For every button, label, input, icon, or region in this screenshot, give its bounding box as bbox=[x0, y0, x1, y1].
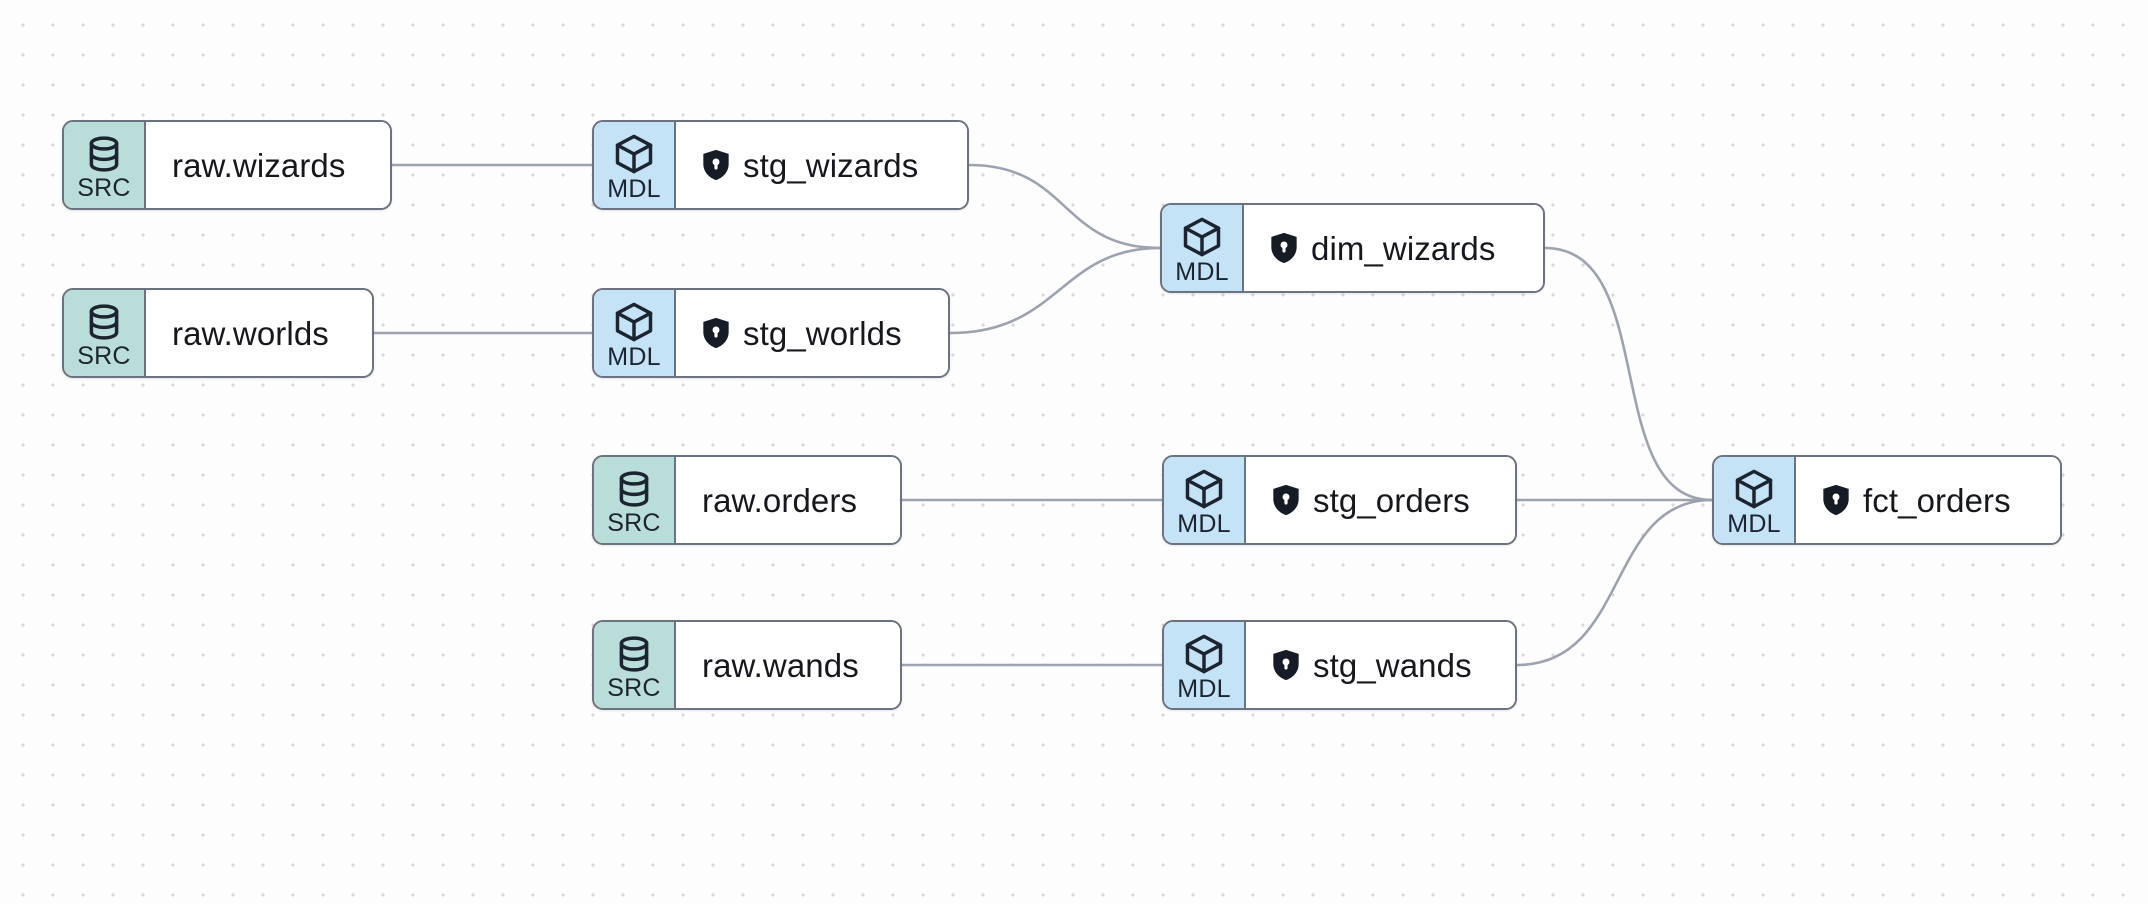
lineage-node-stg-wands[interactable]: MDL stg_wands bbox=[1162, 620, 1517, 710]
lineage-edge[interactable] bbox=[1515, 498, 1714, 667]
cube-icon bbox=[612, 132, 656, 176]
node-label: raw.orders bbox=[702, 481, 858, 519]
node-kind-badge: SRC bbox=[594, 622, 676, 708]
node-kind-label: SRC bbox=[607, 509, 661, 537]
shield-lock-icon bbox=[1272, 484, 1300, 516]
node-kind-badge: MDL bbox=[1714, 457, 1796, 543]
database-icon bbox=[613, 633, 655, 675]
lineage-edge[interactable] bbox=[1543, 246, 1714, 502]
node-kind-label: SRC bbox=[77, 174, 131, 202]
lineage-node-stg-orders[interactable]: MDL stg_orders bbox=[1162, 455, 1517, 545]
node-body: stg_wands bbox=[1246, 622, 1515, 708]
node-body: stg_wizards bbox=[676, 122, 967, 208]
shield-lock-icon bbox=[1272, 649, 1300, 681]
cube-icon bbox=[612, 300, 656, 344]
node-label: fct_orders bbox=[1863, 481, 2011, 519]
database-icon bbox=[83, 133, 125, 175]
node-label: stg_wizards bbox=[743, 146, 919, 184]
node-label: raw.worlds bbox=[172, 314, 329, 352]
shield-lock-icon bbox=[702, 149, 730, 181]
node-kind-badge: MDL bbox=[1162, 205, 1244, 291]
node-body: stg_orders bbox=[1246, 457, 1515, 543]
lineage-node-stg-worlds[interactable]: MDL stg_worlds bbox=[592, 288, 950, 378]
lineage-node-raw-wizards[interactable]: SRC raw.wizards bbox=[62, 120, 392, 210]
node-label: raw.wands bbox=[702, 646, 859, 684]
node-kind-label: SRC bbox=[77, 342, 131, 370]
node-kind-badge: SRC bbox=[64, 290, 146, 376]
node-kind-badge: MDL bbox=[1164, 622, 1246, 708]
node-body: raw.orders bbox=[676, 457, 900, 543]
cube-icon bbox=[1180, 215, 1224, 259]
shield-lock-icon bbox=[1822, 484, 1850, 516]
node-kind-label: SRC bbox=[607, 674, 661, 702]
cube-icon bbox=[1182, 632, 1226, 676]
lineage-node-raw-orders[interactable]: SRC raw.orders bbox=[592, 455, 902, 545]
lineage-edge[interactable] bbox=[948, 246, 1162, 335]
shield-lock-icon bbox=[702, 317, 730, 349]
lineage-node-raw-worlds[interactable]: SRC raw.worlds bbox=[62, 288, 374, 378]
lineage-node-raw-wands[interactable]: SRC raw.wands bbox=[592, 620, 902, 710]
node-kind-label: MDL bbox=[607, 175, 661, 203]
node-kind-badge: MDL bbox=[1164, 457, 1246, 543]
node-kind-badge: SRC bbox=[64, 122, 146, 208]
node-label: stg_wands bbox=[1313, 646, 1472, 684]
cube-icon bbox=[1732, 467, 1776, 511]
database-icon bbox=[613, 468, 655, 510]
node-body: raw.wands bbox=[676, 622, 900, 708]
node-label: raw.wizards bbox=[172, 146, 346, 184]
node-kind-label: MDL bbox=[1177, 510, 1231, 538]
node-body: raw.worlds bbox=[146, 290, 372, 376]
node-label: dim_wizards bbox=[1311, 229, 1496, 267]
shield-lock-icon bbox=[1270, 232, 1298, 264]
node-body: stg_worlds bbox=[676, 290, 948, 376]
lineage-edge[interactable] bbox=[967, 163, 1162, 250]
node-kind-label: MDL bbox=[1727, 510, 1781, 538]
cube-icon bbox=[1182, 467, 1226, 511]
lineage-node-stg-wizards[interactable]: MDL stg_wizards bbox=[592, 120, 969, 210]
node-kind-label: MDL bbox=[1177, 675, 1231, 703]
database-icon bbox=[83, 301, 125, 343]
node-kind-label: MDL bbox=[607, 343, 661, 371]
node-label: stg_worlds bbox=[743, 314, 902, 352]
node-kind-badge: MDL bbox=[594, 290, 676, 376]
node-body: fct_orders bbox=[1796, 457, 2060, 543]
node-kind-badge: SRC bbox=[594, 457, 676, 543]
node-kind-badge: MDL bbox=[594, 122, 676, 208]
node-body: raw.wizards bbox=[146, 122, 390, 208]
node-kind-label: MDL bbox=[1175, 258, 1229, 286]
lineage-node-dim-wizards[interactable]: MDL dim_wizards bbox=[1160, 203, 1545, 293]
lineage-node-fct-orders[interactable]: MDL fct_orders bbox=[1712, 455, 2062, 545]
node-label: stg_orders bbox=[1313, 481, 1470, 519]
node-body: dim_wizards bbox=[1244, 205, 1543, 291]
